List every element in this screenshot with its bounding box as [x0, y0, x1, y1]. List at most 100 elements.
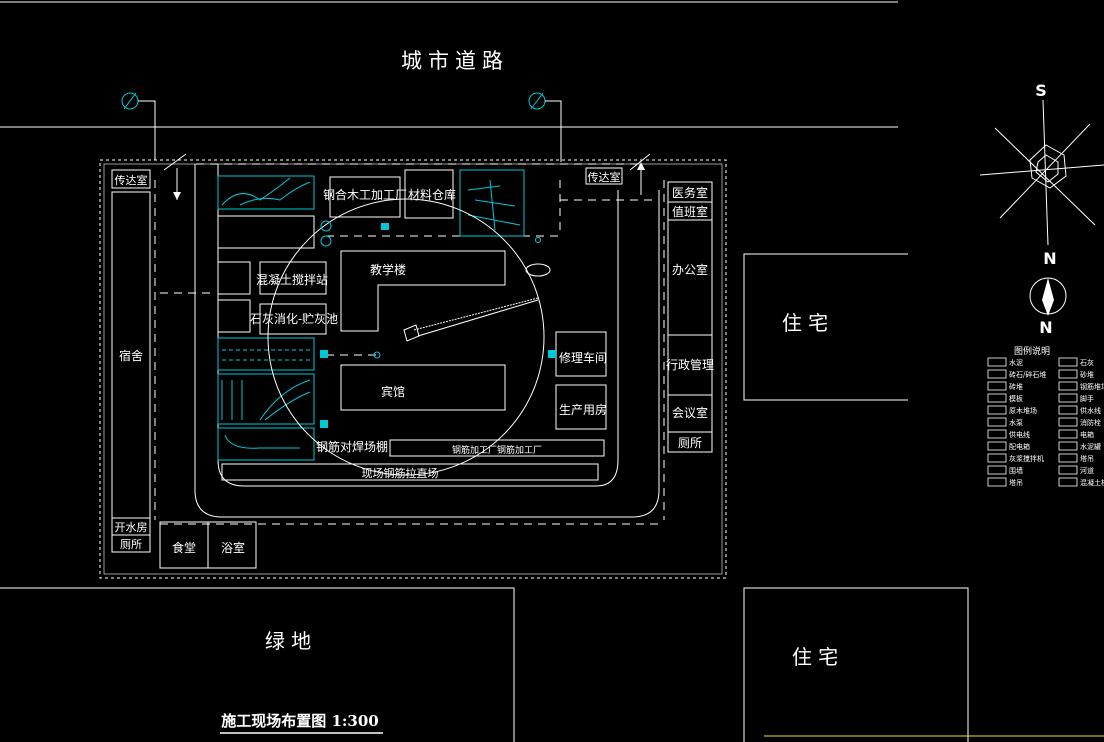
legend-label: 水泵	[1009, 418, 1023, 427]
guard-room-left	[111, 169, 151, 189]
clinic-label: 医务室	[672, 185, 708, 200]
guard-right-label: 传达室	[588, 170, 621, 184]
house-1-label: 住 宅	[782, 311, 828, 335]
lime-pit	[259, 303, 327, 335]
compass-n2-label: N	[1039, 318, 1052, 337]
road-label: 城市道路	[401, 49, 509, 73]
lime-label: 石灰消化-贮灰池	[250, 311, 338, 326]
meeting-label: 会议室	[672, 405, 708, 420]
house-plot-1	[743, 253, 908, 401]
bathhouse	[207, 521, 257, 569]
legend-label: 砂堆	[1080, 370, 1094, 379]
legend-label: 塔吊	[1009, 478, 1023, 487]
legend-symbol	[1058, 393, 1078, 403]
gate-left	[163, 153, 187, 171]
rebar-shed-label: 钢筋加工厂钢筋加工厂	[452, 444, 542, 456]
legend-title: 图例说明	[1014, 345, 1050, 357]
rebar-yard-label: 现场钢筋拉直场	[362, 466, 439, 480]
ring-road-outer	[194, 164, 660, 518]
legend-label: 砖石/碎石堆	[1009, 370, 1046, 379]
house-2-label: 住 宅	[792, 645, 838, 669]
green-label: 绿 地	[265, 629, 311, 653]
tower-crane-icon	[403, 297, 539, 342]
plan-title: 施工现场布置图 1:300	[221, 712, 379, 730]
legend-label: 水泥罐	[1080, 442, 1101, 451]
woodwork-label: 钢合木工加工厂	[323, 187, 407, 202]
hotel-building	[340, 364, 506, 411]
legend-label: 脚手	[1080, 394, 1094, 403]
legend-symbol	[1058, 429, 1078, 439]
hydrant-icon-right	[528, 92, 562, 162]
legend-symbol	[987, 381, 1007, 391]
mixer-box	[217, 261, 251, 295]
house-plot-2	[743, 587, 969, 742]
production-label: 生产用房	[559, 402, 607, 417]
site-fence	[99, 159, 727, 579]
material-warehouse	[404, 169, 454, 219]
legend-label: 供电线	[1009, 430, 1030, 439]
crane-radius	[267, 198, 545, 476]
woodwork-storage	[217, 215, 315, 249]
lime-box	[217, 299, 251, 333]
green-plot	[0, 587, 515, 742]
legend-symbol	[987, 393, 1007, 403]
legend-symbol	[987, 441, 1007, 451]
supply-lines	[154, 163, 665, 525]
boiler-label: 开水房	[115, 521, 148, 534]
legend-symbol	[987, 417, 1007, 427]
compass-n-label: N	[1043, 249, 1056, 268]
legend: 水泥石灰砖石/碎石堆砂堆砖堆钢筋堆场模板脚手原木堆场供水线水泵消防栓供电线电箱配…	[987, 357, 1104, 487]
north-arrow-icon	[1029, 277, 1067, 316]
office-label: 办公室	[672, 262, 708, 277]
pump-icon	[525, 263, 551, 277]
concrete-station	[259, 261, 327, 295]
storage-yards	[217, 169, 525, 461]
legend-label: 钢筋堆场	[1080, 382, 1104, 391]
teaching-label: 教学楼	[370, 262, 406, 277]
gate-right	[629, 153, 651, 171]
legend-symbol	[1058, 381, 1078, 391]
legend-label: 水泥	[1009, 358, 1023, 367]
legend-label: 配电箱	[1009, 442, 1030, 451]
rebar-yard	[221, 463, 599, 481]
guard-left-label: 传达室	[115, 173, 148, 187]
legend-symbol	[987, 453, 1007, 463]
legend-symbol	[987, 369, 1007, 379]
hydrant-icon-left	[121, 92, 156, 160]
legend-symbol	[987, 477, 1007, 487]
wind-rose-icon	[979, 99, 1104, 246]
production-room	[555, 384, 607, 430]
legend-label: 供水线	[1080, 406, 1101, 415]
legend-label: 消防栓	[1080, 418, 1101, 427]
bath-label: 浴室	[221, 540, 245, 555]
legend-label: 围墙	[1009, 466, 1023, 475]
legend-label: 混凝土机	[1080, 478, 1104, 487]
legend-label: 砖堆	[1009, 382, 1023, 391]
legend-symbol	[1058, 453, 1078, 463]
legend-label: 塔吊	[1080, 454, 1094, 463]
legend-label: 灰浆搅拌机	[1009, 454, 1044, 463]
canteen-label: 食堂	[172, 540, 196, 555]
legend-symbol	[1058, 465, 1078, 475]
legend-symbol	[1058, 477, 1078, 487]
ring-road-inner	[217, 164, 619, 487]
legend-label: 模板	[1009, 394, 1023, 403]
rebar-shed	[389, 439, 605, 457]
guard-room-right	[585, 167, 623, 185]
legend-symbol	[987, 429, 1007, 439]
legend-symbol	[987, 465, 1007, 475]
dormitory-label: 宿舍	[119, 348, 143, 363]
legend-symbol	[1058, 357, 1078, 367]
site-fence-inner	[103, 163, 723, 575]
legend-label: 石灰	[1080, 358, 1094, 367]
legend-symbol	[1058, 441, 1078, 451]
right-offices	[667, 181, 713, 453]
compass-s-label: S	[1035, 81, 1047, 100]
legend-symbol	[1058, 405, 1078, 415]
weld-label: 钢筋对焊场棚	[316, 439, 388, 454]
woodwork-shop	[329, 176, 401, 218]
legend-label: 河道	[1080, 466, 1094, 475]
toilet-left	[111, 534, 151, 553]
concrete-label: 混凝土搅拌站	[256, 272, 328, 287]
